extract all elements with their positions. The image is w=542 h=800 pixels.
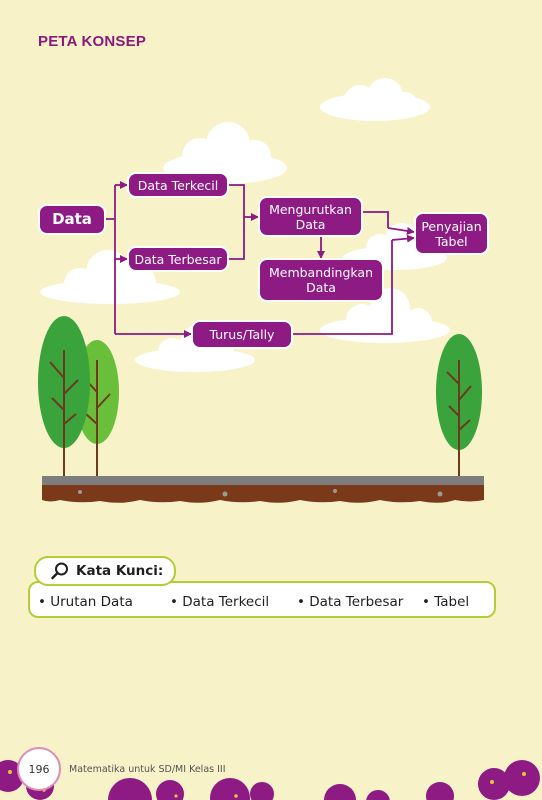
page-number: 196 [17, 747, 61, 791]
keyword-item: • Tabel [422, 594, 470, 610]
tree [38, 316, 90, 476]
keyword-item: • Data Terbesar [297, 594, 404, 610]
footer-dots [8, 770, 526, 798]
cloud [40, 250, 180, 304]
node-line: Membandingkan [268, 265, 374, 280]
page-title: PETA KONSEP [38, 33, 147, 50]
keyword-item: • Data Terkecil [170, 594, 270, 610]
node-data-terkecil: Data Terkecil [127, 172, 229, 198]
node-turus-tally: Turus/Tally [191, 320, 293, 349]
node-line: Mengurutkan [269, 201, 352, 217]
connector [229, 184, 245, 260]
connector [292, 240, 393, 335]
node-data-terbesar: Data Terbesar [127, 246, 229, 272]
book-title: Matematika untuk SD/MI Kelas III [69, 764, 226, 775]
cloud [320, 78, 430, 121]
kata-kunci-tab: Kata Kunci: [34, 556, 176, 586]
connector [363, 211, 389, 228]
ground [42, 476, 484, 503]
node-line: Penyajian [421, 218, 482, 234]
node-line: Tabel [435, 233, 468, 249]
kata-kunci-box: • Urutan Data • Data Terkecil • Data Ter… [28, 581, 496, 618]
footer-decoration [0, 760, 540, 800]
clouds [40, 78, 450, 372]
tree [436, 334, 482, 476]
arrow [387, 226, 415, 235]
node-penyajian-tabel: Penyajian Tabel [414, 212, 489, 255]
node-mengurutkan-data: Mengurutkan Data [258, 196, 363, 237]
cloud [163, 122, 287, 184]
arrow [391, 234, 415, 243]
node-data: Data [38, 204, 106, 235]
keyword-item: • Urutan Data [38, 594, 133, 610]
node-membandingkan-data: Membandingkan Data [258, 258, 384, 302]
connectors [104, 181, 415, 338]
node-line: Data [306, 280, 336, 295]
kata-kunci-title: Kata Kunci: [76, 563, 164, 579]
magnifier-icon [50, 561, 70, 581]
node-line: Data [295, 216, 326, 232]
